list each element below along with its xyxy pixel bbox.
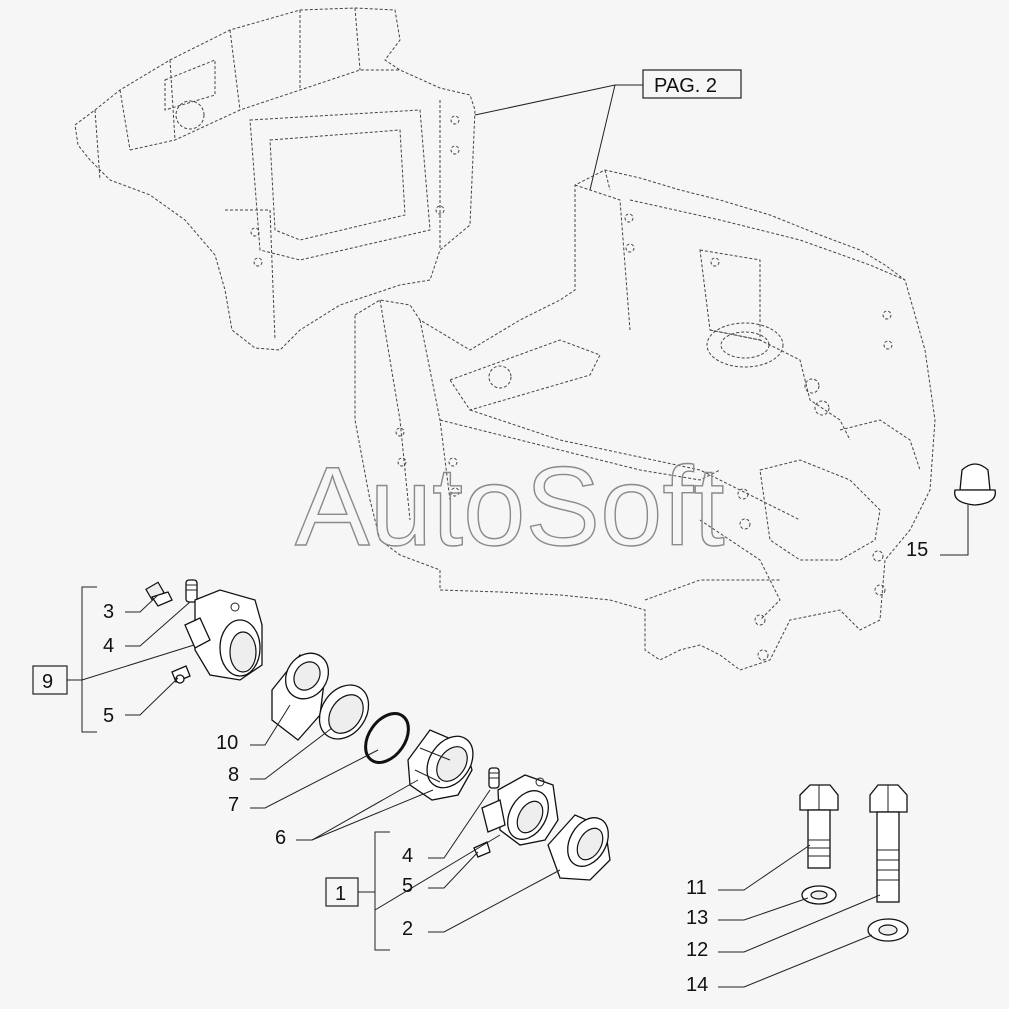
part-10-bushing bbox=[271, 652, 330, 741]
leader-lines bbox=[125, 594, 881, 988]
part-8-seal bbox=[318, 684, 370, 740]
callout-14: 14 bbox=[686, 974, 708, 996]
part-5-nipple-upper bbox=[171, 665, 191, 684]
part-14-washer bbox=[867, 918, 909, 942]
callout-15: 15 bbox=[906, 539, 928, 561]
callout-4-lower: 4 bbox=[402, 845, 413, 867]
part-1-housing bbox=[481, 774, 559, 846]
callout-3: 3 bbox=[103, 601, 114, 623]
callout-8: 8 bbox=[228, 764, 239, 786]
callout-13: 13 bbox=[686, 907, 708, 929]
group-1-box bbox=[325, 877, 359, 907]
part-4-pin-lower bbox=[488, 767, 500, 789]
group-1-label: 1 bbox=[335, 883, 346, 905]
upper-frame-outline bbox=[74, 7, 476, 351]
callout-12: 12 bbox=[686, 939, 708, 961]
page-reference[interactable]: PAG. 2 bbox=[474, 69, 742, 191]
callout-11: 11 bbox=[686, 877, 707, 899]
part-13-washer bbox=[801, 885, 837, 905]
callout-5-upper: 5 bbox=[103, 705, 114, 727]
part-4-pin-upper bbox=[185, 579, 198, 603]
part-2-bushing bbox=[547, 814, 611, 881]
watermark: AutoSoft bbox=[295, 444, 725, 569]
part-12-bolt bbox=[869, 784, 908, 903]
group-9-label: 9 bbox=[42, 671, 53, 693]
callout-7: 7 bbox=[228, 794, 239, 816]
part-11-bolt bbox=[799, 784, 839, 869]
part-6-sleeve bbox=[407, 729, 474, 801]
group-9-box bbox=[32, 665, 68, 695]
callout-10: 10 bbox=[216, 732, 238, 754]
callout-4-upper: 4 bbox=[103, 635, 114, 657]
part-9-housing bbox=[184, 589, 263, 681]
group-9: 9 bbox=[32, 586, 211, 733]
part-15-cap: 15 bbox=[906, 463, 996, 561]
axle-support-outline bbox=[354, 169, 936, 671]
group-1: 1 bbox=[325, 831, 501, 951]
callout-5-lower: 5 bbox=[402, 875, 413, 897]
part-7-o-ring bbox=[364, 712, 410, 764]
page-reference-label: PAG. 2 bbox=[654, 75, 717, 97]
callout-2: 2 bbox=[402, 918, 413, 940]
callout-6: 6 bbox=[275, 827, 286, 849]
